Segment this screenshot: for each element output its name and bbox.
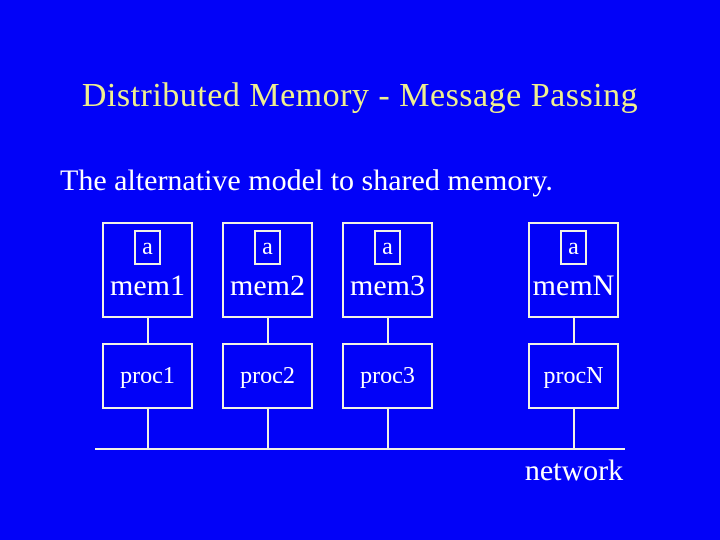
network-bus-line bbox=[95, 448, 625, 450]
variable-a-box: a bbox=[254, 230, 281, 265]
mem-proc-connector bbox=[266, 318, 269, 343]
processor-label: proc2 bbox=[240, 362, 295, 389]
proc-network-connector bbox=[266, 409, 269, 450]
variable-a-box: a bbox=[134, 230, 161, 265]
variable-label: a bbox=[382, 234, 393, 260]
variable-label: a bbox=[262, 234, 273, 260]
slide-title: Distributed Memory - Message Passing bbox=[81, 77, 639, 114]
memory-box: a mem1 bbox=[102, 222, 193, 318]
node-column-2: a mem2 proc2 bbox=[222, 222, 313, 450]
memory-box: a mem2 bbox=[222, 222, 313, 318]
processor-box: procN bbox=[528, 343, 619, 409]
processor-box: proc2 bbox=[222, 343, 313, 409]
memory-label: mem3 bbox=[350, 269, 425, 302]
proc-network-connector bbox=[572, 409, 575, 450]
node-column-1: a mem1 proc1 bbox=[102, 222, 193, 450]
node-column-n: a memN procN bbox=[528, 222, 619, 450]
variable-a-box: a bbox=[374, 230, 401, 265]
mem-proc-connector bbox=[386, 318, 389, 343]
slide-subtitle: The alternative model to shared memory. bbox=[60, 164, 553, 197]
memory-box: a mem3 bbox=[342, 222, 433, 318]
variable-a-box: a bbox=[560, 230, 587, 265]
processor-label: procN bbox=[543, 362, 604, 389]
mem-proc-connector bbox=[572, 318, 575, 343]
processor-box: proc3 bbox=[342, 343, 433, 409]
mem-proc-connector bbox=[146, 318, 149, 343]
node-column-3: a mem3 proc3 bbox=[342, 222, 433, 450]
network-label: network bbox=[524, 454, 624, 487]
memory-label: memN bbox=[532, 269, 615, 302]
memory-label: mem2 bbox=[230, 269, 305, 302]
processor-label: proc3 bbox=[360, 362, 415, 389]
memory-label: mem1 bbox=[110, 269, 185, 302]
variable-label: a bbox=[568, 234, 579, 260]
processor-box: proc1 bbox=[102, 343, 193, 409]
proc-network-connector bbox=[146, 409, 149, 450]
processor-label: proc1 bbox=[120, 362, 175, 389]
proc-network-connector bbox=[386, 409, 389, 450]
memory-box: a memN bbox=[528, 222, 619, 318]
variable-label: a bbox=[142, 234, 153, 260]
